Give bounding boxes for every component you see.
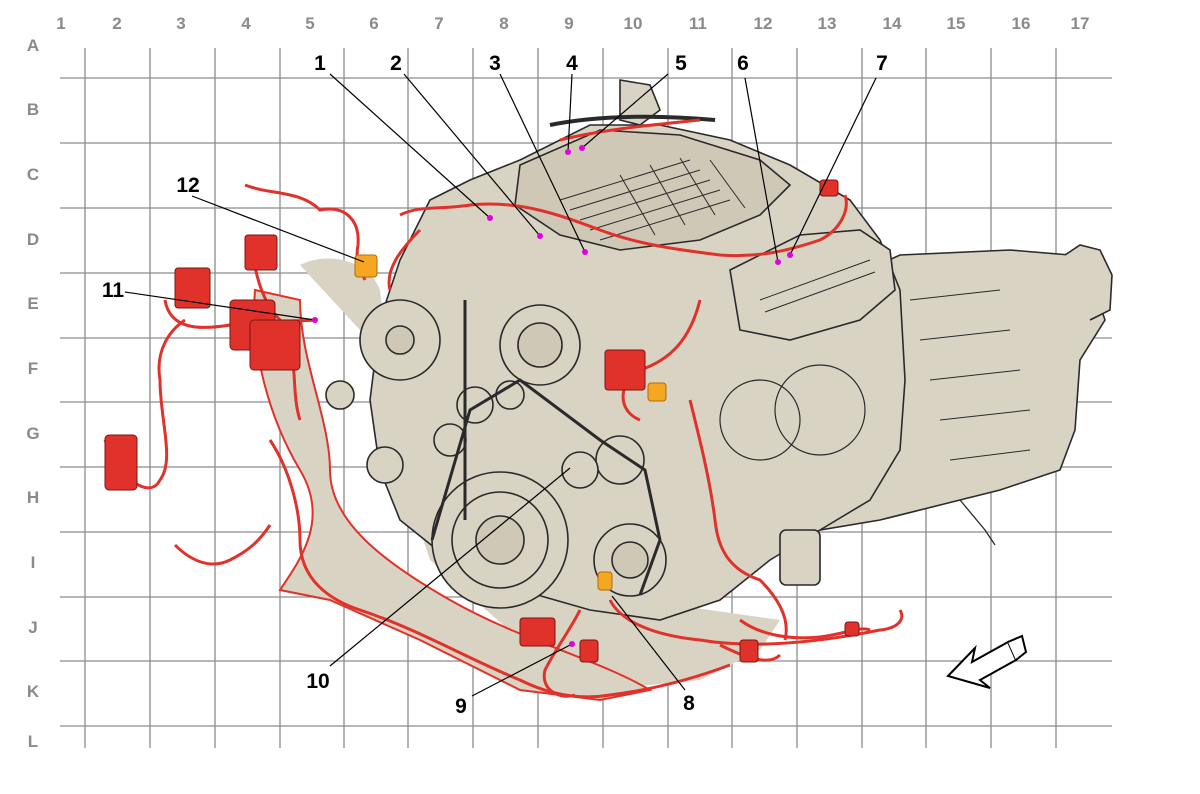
grid-column-label: 17 — [1070, 14, 1090, 33]
connector-throttle — [604, 349, 646, 391]
harness-connectors — [104, 179, 860, 663]
grid-row-label: K — [26, 682, 40, 701]
grid-row-label: H — [26, 488, 40, 507]
callout-label: 10 — [306, 670, 330, 693]
grid-column-label: 12 — [753, 14, 773, 33]
grid-column-label: 16 — [1011, 14, 1031, 33]
grid-column-label: 11 — [689, 14, 707, 33]
connector-ecm-main — [249, 319, 301, 371]
grid-row-label: G — [26, 424, 40, 443]
callout-label: 7 — [876, 52, 888, 75]
grid-row-label: L — [27, 732, 39, 751]
grid-column-label: 14 — [882, 14, 902, 33]
callout-label: 9 — [455, 695, 467, 718]
connector-block-left — [174, 267, 211, 309]
harness-underlay — [253, 258, 780, 702]
location-dots — [312, 145, 793, 647]
grid-row-label: C — [26, 165, 40, 184]
grid-column-label: 15 — [946, 14, 966, 33]
grid-row-label: I — [30, 553, 36, 572]
grid-row-label: A — [26, 36, 40, 55]
grid-column-label: 3 — [176, 14, 186, 33]
grid-column-label: 4 — [241, 14, 251, 33]
grid-column-label: 1 — [56, 14, 66, 33]
callout-label: 4 — [566, 52, 578, 75]
highlighted-connectors — [354, 254, 667, 591]
grid-row-label: E — [27, 294, 39, 313]
grid-column-label: 10 — [623, 14, 643, 33]
grid-column-label: 2 — [112, 14, 122, 33]
connector-block-ecm — [244, 234, 278, 271]
highlight-connector-8 — [597, 571, 613, 591]
grid-row-label: F — [27, 359, 39, 378]
grid-column-label: 5 — [305, 14, 315, 33]
highlight-connector-throttle — [647, 382, 667, 402]
highlight-connector-12 — [354, 254, 378, 278]
grid-column-label: 13 — [817, 14, 837, 33]
connector-far-left — [104, 434, 138, 491]
grid-column-label: 6 — [369, 14, 379, 33]
callout-label: 3 — [489, 52, 501, 75]
callout-label: 12 — [176, 174, 200, 197]
grid-row-label: J — [28, 618, 38, 637]
callout-label: 8 — [683, 692, 695, 715]
callout-label: 1 — [314, 52, 326, 75]
grid-row-label: D — [26, 230, 40, 249]
callout-label: 5 — [675, 52, 687, 75]
grid-row-label: B — [26, 100, 40, 119]
front-arrow-icon — [946, 634, 1028, 689]
grid-column-label: 9 — [564, 14, 574, 33]
callout-label: 11 — [101, 279, 125, 302]
callout-label: 6 — [737, 52, 749, 75]
leader-lines — [124, 73, 877, 697]
grid-column-label: 7 — [434, 14, 444, 33]
grid-column-label: 8 — [499, 14, 509, 33]
callout-label: 2 — [390, 52, 402, 75]
connector-lower-front — [519, 617, 556, 647]
